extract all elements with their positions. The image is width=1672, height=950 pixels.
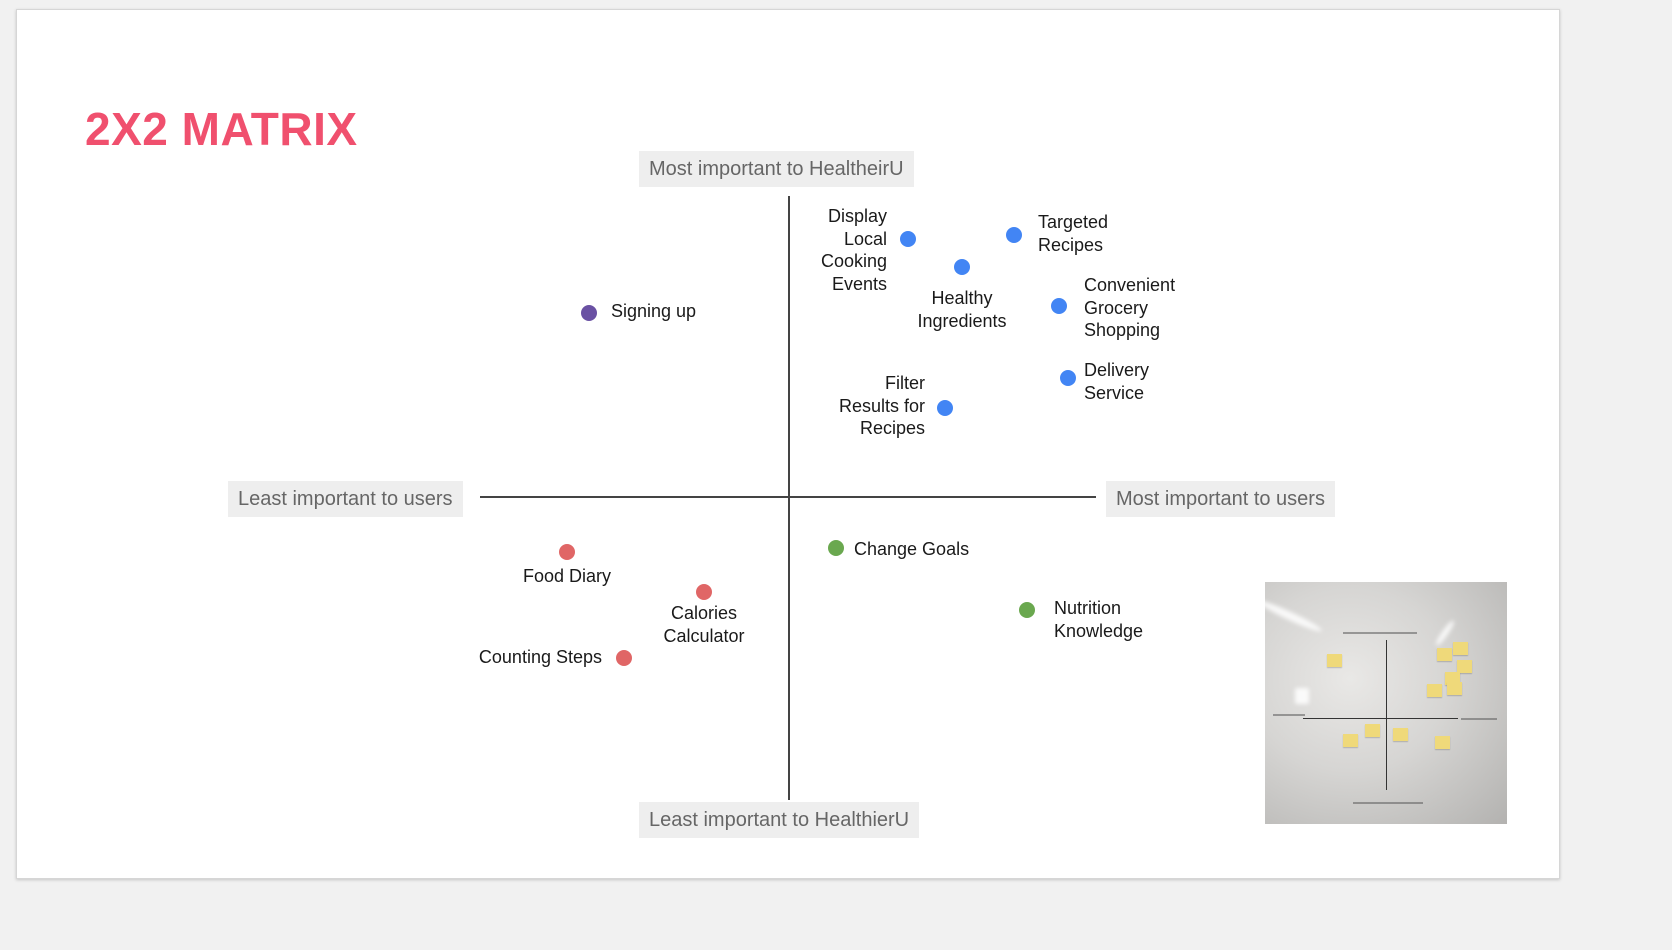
item-label-display-local-cooking-events: Display Local Cooking Events [820,206,887,294]
sticky-note [1365,724,1380,737]
item-dot-filter-results-for-recipes [937,400,953,416]
item-label-filter-results-for-recipes: Filter Results for Recipes [838,373,925,438]
horizontal-axis [480,496,1096,498]
photo-glare [1265,597,1324,635]
sticky-note [1393,728,1408,741]
item-label-delivery-service: Delivery Service [1084,360,1150,403]
axis-label-left: Least important to users [228,481,463,517]
whiteboard-photo [1265,582,1507,824]
photo-vertical-line [1386,640,1387,790]
sticky-note [1435,736,1450,749]
sticky-note [1445,672,1460,685]
sticky-note [1437,648,1452,661]
item-label-targeted-recipes: Targeted Recipes [1038,212,1109,255]
item-label-nutrition-knowledge: Nutrition Knowledge [1054,598,1144,641]
photo-scribble [1353,802,1423,804]
photo-horizontal-line [1303,718,1458,719]
item-dot-counting-steps [616,650,632,666]
item-dot-nutrition-knowledge [1019,602,1035,618]
item-label-food-diary: Food Diary [522,566,612,586]
sticky-note [1327,654,1342,667]
item-dot-convenient-grocery-shopping [1051,298,1067,314]
slide-title: 2X2 MATRIX [85,103,358,155]
sticky-note [1343,734,1358,747]
item-label-calories-calculator: Calories Calculator [663,603,745,646]
item-dot-targeted-recipes [1006,227,1022,243]
item-dot-change-goals [828,540,844,556]
axis-label-top: Most important to HealtheirU [639,151,914,187]
slide: 2X2 MATRIX Most important to HealtheirU … [16,9,1560,879]
sticky-note [1427,684,1442,697]
axis-label-bottom: Least important to HealthierU [639,802,920,838]
vertical-axis [788,196,790,800]
item-label-convenient-grocery-shopping: Convenient Grocery Shopping [1084,275,1176,340]
photo-scribble [1343,632,1417,634]
photo-glare [1295,688,1309,704]
item-label-change-goals: Change Goals [854,539,970,559]
photo-scribble [1273,714,1305,716]
item-label-healthy-ingredients: Healthy Ingredients [917,288,1007,331]
item-dot-delivery-service [1060,370,1076,386]
item-dot-signing-up [581,305,597,321]
item-dot-healthy-ingredients [954,259,970,275]
item-dot-display-local-cooking-events [900,231,916,247]
item-dot-food-diary [559,544,575,560]
sticky-note [1447,682,1462,695]
sticky-note [1457,660,1472,673]
item-dot-calories-calculator [696,584,712,600]
sticky-note [1453,642,1468,655]
photo-scribble [1461,718,1497,720]
item-label-signing-up: Signing up [611,301,697,321]
axis-label-right: Most important to users [1106,481,1335,517]
item-label-counting-steps: Counting Steps [478,647,602,667]
